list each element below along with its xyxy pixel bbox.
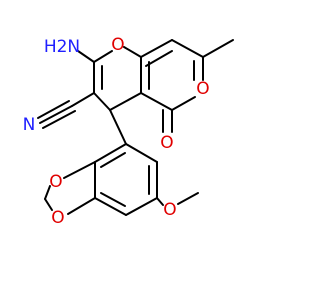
bond-nitrile-1: [39, 105, 73, 124]
pyran-oxygen-label: O: [111, 35, 124, 55]
bond-methyl: [202, 39, 234, 58]
bond-c4-aryl: [109, 109, 127, 145]
atom-labels: H2N O O O N O O O: [23, 35, 210, 228]
bond-c2-o1: [93, 50, 113, 63]
bond-ar-1: [125, 143, 158, 163]
bond-dioxole-4: [44, 198, 53, 211]
bond-c3-cn: [71, 92, 95, 107]
bond-o6-c5: [171, 96, 196, 111]
bond-dioxole-1: [63, 161, 96, 179]
amino-label: H2N: [44, 37, 80, 57]
bond-ar-6: [94, 143, 127, 163]
bond-ar-6-double: [100, 152, 126, 168]
bond-ar-3: [125, 197, 158, 216]
bond-c8a-c8: [140, 39, 173, 58]
molecule-diagram: H2N O O O N O O O: [23, 35, 234, 228]
bond-ar-4-double: [100, 192, 126, 207]
bond-amino: [77, 50, 95, 63]
bond-c8a-c8-double: [145, 50, 173, 67]
bond-nitrile-3: [42, 110, 76, 129]
bond-dioxole-2: [67, 197, 96, 215]
bond-nitrile-2: [37, 100, 70, 119]
lactone-oxygen-label: O: [196, 79, 209, 99]
nitrile-nitrogen-label: N: [23, 115, 36, 135]
bond-layer: [37, 39, 234, 216]
bond-c4a-c4: [109, 92, 142, 111]
bond-c8-c7: [171, 39, 204, 58]
bond-c5-c4a: [140, 92, 173, 111]
bond-methoxy-o: [156, 197, 164, 206]
methoxy-oxygen-label: O: [163, 200, 176, 220]
carbonyl-oxygen-label: O: [160, 133, 173, 153]
dioxole-oxygen-top-label: O: [49, 172, 62, 192]
bond-dioxole-3: [44, 185, 51, 200]
dioxole-oxygen-bottom-label: O: [51, 208, 64, 228]
bond-o1-c8a: [123, 46, 142, 58]
bond-methoxy-c: [177, 192, 199, 205]
bond-c4-c3: [93, 92, 111, 111]
bond-ar-4: [94, 197, 127, 216]
